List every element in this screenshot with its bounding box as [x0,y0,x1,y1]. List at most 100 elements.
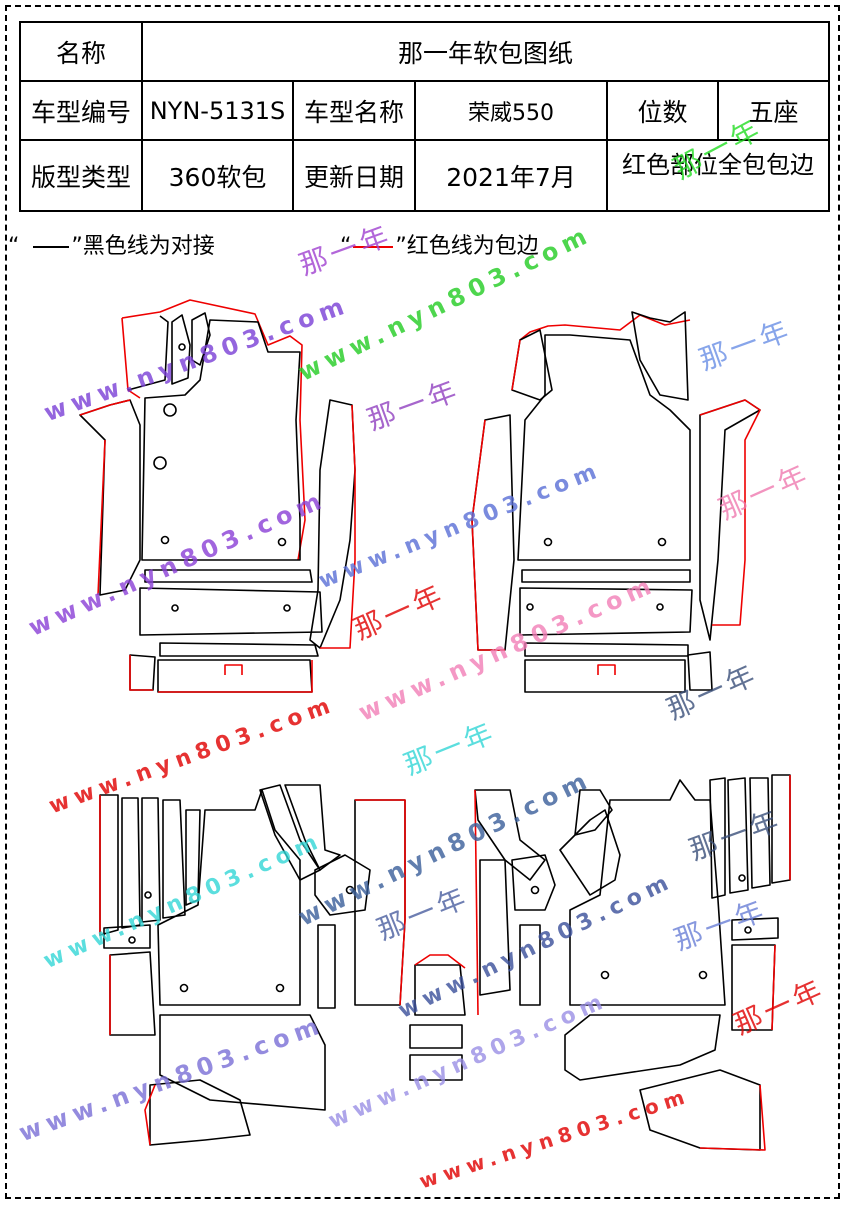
pattern-type-label: 版型类型 [19,139,143,212]
black-seam [314,854,371,916]
hole [738,874,746,882]
spec-table: 名称 那一年软包图纸 车型编号 NYN-5131S 车型名称 荣威550 位数 … [19,21,831,212]
black-seam [574,789,613,836]
black-seam [162,799,186,919]
hole [345,885,355,895]
black-seam [284,784,341,871]
black-seam [317,924,336,1009]
black-seam [559,809,621,896]
black-seam [139,587,323,636]
hole [600,970,610,980]
black-seam [519,587,693,636]
legend-black-text: ”黑色线为对接 [71,234,215,259]
red-edge [414,954,466,969]
red-edge-note: 红色部位全包包边 [605,139,831,212]
red-edge [597,664,616,675]
hole [526,603,534,611]
red-edge [79,399,131,416]
seats-value: 五座 [716,80,831,141]
black-seam [171,314,191,385]
hole [283,604,291,612]
hole [144,891,152,899]
hole [277,537,287,547]
hole [163,403,177,417]
black-seam [517,334,691,561]
black-seam [687,651,713,691]
hole [153,456,167,470]
black-seam [129,654,156,691]
black-seam [564,1014,721,1081]
black-seam [79,399,141,596]
black-seam [521,569,691,583]
page-border [5,5,840,1199]
black-seam [141,797,161,923]
name-label: 名称 [19,21,143,82]
black-seam [471,414,515,651]
red-edge [224,664,243,675]
black-seam [749,777,771,889]
red-edge [121,299,306,561]
hole [657,537,667,547]
black-seam [191,312,211,366]
black-seam [157,789,301,1006]
red-edge [158,660,313,693]
name-value: 那一年软包图纸 [140,21,831,82]
red-edge [129,655,153,691]
hole [160,535,170,545]
black-seam [103,924,151,949]
black-seam [127,315,169,391]
legend-quote-open-2: “ [340,234,352,259]
red-edge [699,399,761,626]
hole [698,970,708,980]
update-date-value: 2021年7月 [414,139,608,212]
black-seam [479,859,511,996]
legend-red-line [353,246,394,248]
black-seam [524,659,686,693]
hole [275,983,285,993]
update-date-label: 更新日期 [292,139,416,212]
red-edge [511,339,521,391]
black-seam [414,964,466,1016]
black-seam [144,569,313,583]
hole [178,343,186,351]
hole [171,604,179,612]
seats-label: 位数 [606,80,719,141]
black-seam [511,854,556,911]
red-edge [355,799,406,1006]
black-seam [474,789,546,881]
black-seam [141,319,301,561]
red-edge [771,944,776,1031]
legend-black-line [33,246,70,248]
hole [656,603,664,611]
model-code-value: NYN-5131S [141,80,294,141]
hole [179,983,189,993]
model-code-label: 车型编号 [19,80,143,141]
black-seam [511,329,553,401]
black-seam [569,779,726,1006]
black-seam [731,917,779,941]
pattern-type-value: 360软包 [141,139,294,212]
legend-red-text: ”红色线为包边 [395,234,539,259]
hole [744,926,752,934]
legend-quote-open: “ [8,234,20,259]
black-seam [709,777,726,899]
red-edge [519,314,691,341]
black-seam [409,1054,463,1081]
pattern-rear-right [474,774,791,1151]
red-edge [97,439,106,596]
hole [530,885,540,895]
black-seam [519,924,541,1006]
red-edge [144,1084,156,1146]
model-name-value: 荣威550 [414,80,608,141]
hole [543,537,553,547]
black-seam [159,1014,326,1111]
pattern-rear-left [99,784,406,1146]
legend-red: “ ”红色线为包边 [340,228,539,260]
black-seam [159,642,319,657]
pattern-center-tunnel [409,954,466,1081]
pattern-front-right [471,311,761,693]
red-edge [474,789,479,1016]
red-edge [699,1084,766,1151]
pattern-front-left [79,299,356,693]
black-seam [727,777,749,894]
